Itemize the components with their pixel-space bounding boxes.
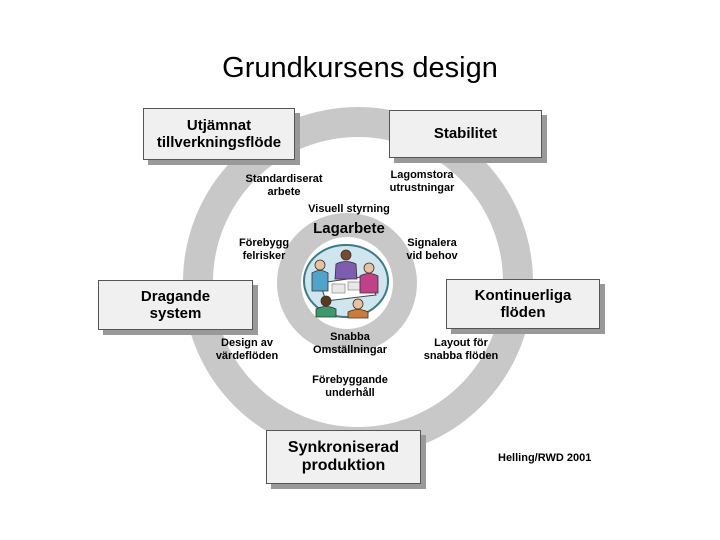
credit-text: Helling/RWD 2001 — [498, 452, 592, 464]
box-synkroniserad-label: Synkroniserad produktion — [287, 438, 400, 474]
label-forebyggande-underhall: Förebyggande underhåll — [312, 374, 388, 400]
team-meeting-illustration — [303, 244, 389, 319]
box-stabilitet-label: Stabilitet — [433, 125, 498, 143]
page-title: Grundkursens design — [222, 52, 498, 84]
box-kontinuerliga-floden: Kontinuerliga flöden — [446, 279, 600, 329]
label-snabba-omstallningar: Snabba Omställningar — [313, 331, 387, 357]
box-dragande-label: Dragande system — [140, 287, 211, 322]
inner-ring — [277, 213, 417, 353]
box-stabilitet: Stabilitet — [389, 110, 542, 158]
box-dragande-system: Dragande system — [98, 280, 253, 330]
box-utjamnat-label: Utjämnat tillverkningsflöde — [156, 116, 282, 151]
label-forebygg-felrisker: Förebygg felrisker — [238, 237, 290, 263]
label-visuell-styrning: Visuell styrning — [308, 203, 390, 215]
label-layout-snabba-floden: Layout för snabba flöden — [423, 337, 499, 363]
box-kontinuerliga-label: Kontinuerliga flöden — [474, 286, 572, 321]
center-title-lagarbete: Lagarbete — [313, 220, 385, 237]
label-design-av-vardefloden: Design av värdeflöden — [215, 337, 279, 363]
label-signalera-vid-behov: Signalera vid behov — [406, 237, 458, 263]
box-utjamnat-tillverkningsflode: Utjämnat tillverkningsflöde — [143, 108, 295, 160]
label-lagomstora-utrustningar: Lagomstora utrustningar — [389, 169, 455, 195]
label-standardiserat-arbete: Standardiserat arbete — [245, 173, 323, 199]
box-synkroniserad-produktion: Synkroniserad produktion — [266, 430, 421, 484]
